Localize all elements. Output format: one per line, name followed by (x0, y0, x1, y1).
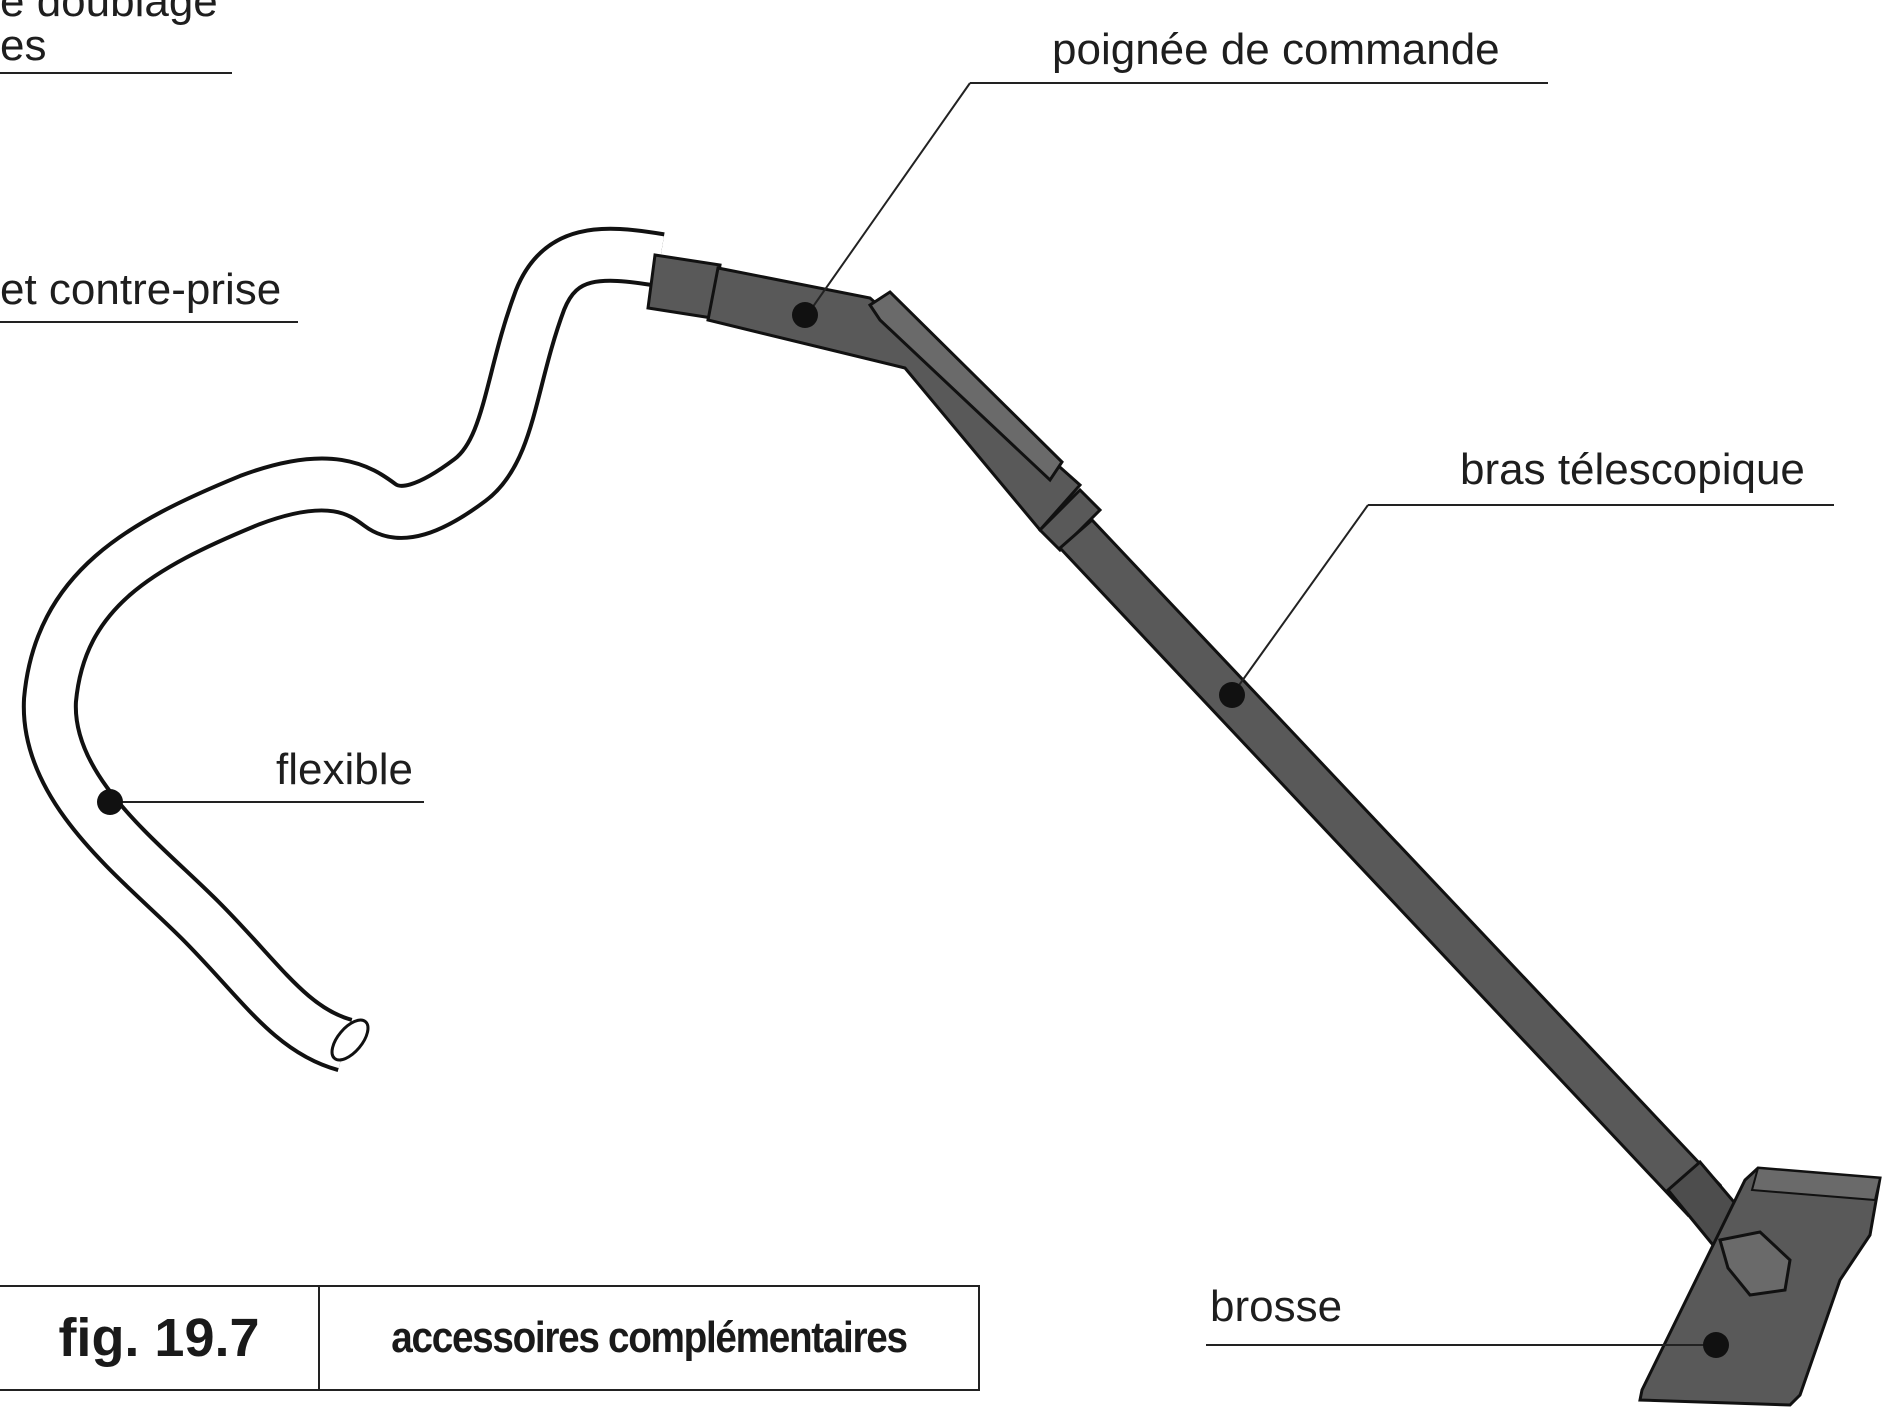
brush-joint (1718, 1230, 1792, 1297)
label-partial-top: e doublage (0, 0, 218, 26)
figure-number: fig. 19.7 (0, 1287, 320, 1389)
label-brosse: brosse (1210, 1282, 1343, 1331)
dot-flexible (97, 789, 123, 815)
dot-bras (1219, 682, 1245, 708)
label-poignee: poignée de commande (1052, 25, 1500, 74)
label-partial-mid: et contre-prise (0, 265, 282, 314)
label-flexible: flexible (276, 745, 413, 794)
leader-poignee (804, 82, 971, 319)
flexible-hose (21, 226, 665, 1073)
leader-bras (1231, 504, 1369, 696)
label-bras: bras télescopique (1460, 445, 1805, 494)
telescopic-arm-upper (1037, 487, 1103, 553)
dot-brosse (1703, 1332, 1729, 1358)
dot-poignee (792, 302, 818, 328)
handle-trigger (867, 290, 1064, 483)
label-partial-top2: es (0, 21, 47, 70)
brush-head-top (1750, 1166, 1882, 1202)
figure-title: accessoires complémentaires (391, 1313, 908, 1362)
figure-caption: fig. 19.7 accessoires complémentaires (0, 1285, 980, 1391)
telescopic-arm (1057, 517, 1723, 1218)
hose-end (330, 1018, 370, 1062)
